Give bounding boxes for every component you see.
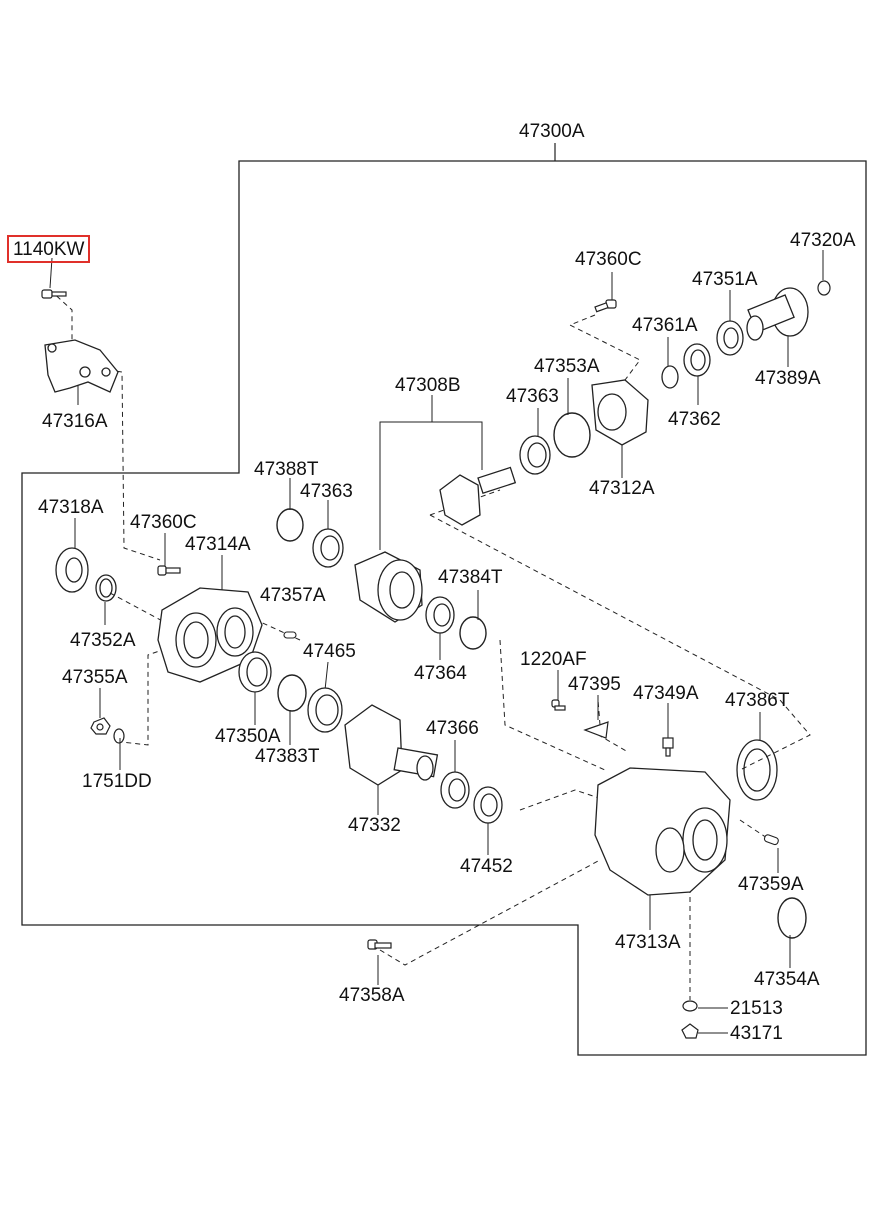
part-label-47359a[interactable]: 47359A: [738, 874, 804, 895]
bearing-47363-b-illustration: [519, 435, 551, 475]
flange-47389a-illustration: [746, 287, 809, 341]
bearing-47363-a-illustration: [312, 528, 344, 568]
part-label-47354a[interactable]: 47354A: [754, 969, 820, 990]
gear-47332-illustration: [344, 704, 439, 786]
part-label-47386t[interactable]: 47386T: [725, 690, 790, 711]
seal-47452-illustration: [473, 786, 503, 824]
part-label-47363-a[interactable]: 47363: [300, 481, 353, 502]
part-label-21513[interactable]: 21513: [730, 998, 783, 1019]
bolt-47358a-illustration: [367, 939, 392, 950]
part-label-47312a[interactable]: 47312A: [589, 478, 655, 499]
seal-47351a-illustration: [716, 320, 744, 356]
part-label-43171[interactable]: 43171: [730, 1023, 783, 1044]
part-label-1220af[interactable]: 1220AF: [520, 649, 587, 670]
part-label-47395[interactable]: 47395: [568, 674, 621, 695]
nut-47320a-illustration: [817, 280, 831, 296]
part-label-47316a[interactable]: 47316A: [42, 411, 108, 432]
part-label-47366[interactable]: 47366: [426, 718, 479, 739]
pin-47359a-illustration: [763, 834, 779, 846]
spacer-47361a-illustration: [661, 365, 679, 389]
part-label-47350a[interactable]: 47350A: [215, 726, 281, 747]
part-label-47383t[interactable]: 47383T: [255, 746, 320, 767]
part-label-47308b[interactable]: 47308B: [395, 375, 461, 396]
case-47313a-illustration: [594, 767, 731, 896]
snapring-47384t-illustration: [459, 616, 487, 650]
part-label-47389a[interactable]: 47389A: [755, 368, 821, 389]
bearing-47465-illustration: [307, 687, 343, 733]
bracket-47395-illustration: [583, 721, 609, 739]
pinion-gear-47308b-illustration: [439, 466, 517, 526]
part-label-47314a[interactable]: 47314A: [185, 534, 251, 555]
part-label-47332[interactable]: 47332: [348, 815, 401, 836]
oring-47353a-illustration: [553, 412, 591, 458]
ring-47352a-illustration: [95, 574, 117, 602]
nut-47355a-illustration: [90, 717, 111, 735]
part-label-47363-b[interactable]: 47363: [506, 386, 559, 407]
oil-seal-47318a-illustration: [55, 547, 89, 593]
bearing-47362-illustration: [683, 343, 711, 377]
part-label-47452[interactable]: 47452: [460, 856, 513, 877]
washer-21513-illustration: [682, 1000, 698, 1012]
part-label-47355a[interactable]: 47355A: [62, 667, 128, 688]
part-label-47320a[interactable]: 47320A: [790, 230, 856, 251]
snapring-47383t-illustration: [277, 674, 307, 712]
housing-47312a-illustration: [591, 379, 649, 446]
part-label-47318a[interactable]: 47318A: [38, 497, 104, 518]
gasket-47386t-illustration: [736, 739, 778, 801]
seal-47350a-illustration: [238, 651, 272, 693]
assembly-label: 47300A: [519, 121, 585, 142]
washer-1751dd-illustration: [113, 728, 125, 744]
part-label-47360c-b[interactable]: 47360C: [575, 249, 642, 270]
bolt-1220af-illustration: [551, 699, 566, 711]
bolt-1140kw-illustration: [41, 289, 67, 299]
snapring-47388t-illustration: [276, 508, 304, 542]
part-label-47349a[interactable]: 47349A: [633, 683, 699, 704]
part-label-47352a[interactable]: 47352A: [70, 630, 136, 651]
part-label-47357a[interactable]: 47357A: [260, 585, 326, 606]
part-label-47313a[interactable]: 47313A: [615, 932, 681, 953]
part-label-47358a[interactable]: 47358A: [339, 985, 405, 1006]
part-label-1140kw[interactable]: 1140KW: [7, 235, 91, 263]
part-label-47353a[interactable]: 47353A: [534, 356, 600, 377]
oring-47354a-illustration: [777, 897, 807, 939]
part-label-47388t[interactable]: 47388T: [254, 459, 319, 480]
part-label-47361a[interactable]: 47361A: [632, 315, 698, 336]
leader-lines: [49, 250, 824, 1034]
ring-gear-47308b-illustration: [354, 551, 423, 623]
breather-47349a-illustration: [662, 737, 674, 757]
plug-43171-illustration: [681, 1023, 699, 1039]
bolt-47360c-a-illustration: [157, 565, 181, 576]
part-label-1751dd[interactable]: 1751DD: [82, 771, 152, 792]
part-label-47351a[interactable]: 47351A: [692, 269, 758, 290]
part-label-47362[interactable]: 47362: [668, 409, 721, 430]
part-label-47360c-a[interactable]: 47360C: [130, 512, 197, 533]
bearing-47364-illustration: [425, 596, 455, 634]
bracket-47316a-illustration: [44, 339, 119, 393]
bolt-47360c-b-illustration: [594, 299, 617, 313]
part-label-47384t[interactable]: 47384T: [438, 567, 503, 588]
part-label-47364[interactable]: 47364: [414, 663, 467, 684]
pin-47357a-illustration: [283, 631, 297, 639]
assembly-boundary: [21, 160, 867, 1056]
bearing-47366-illustration: [440, 771, 470, 809]
part-label-47465[interactable]: 47465: [303, 641, 356, 662]
